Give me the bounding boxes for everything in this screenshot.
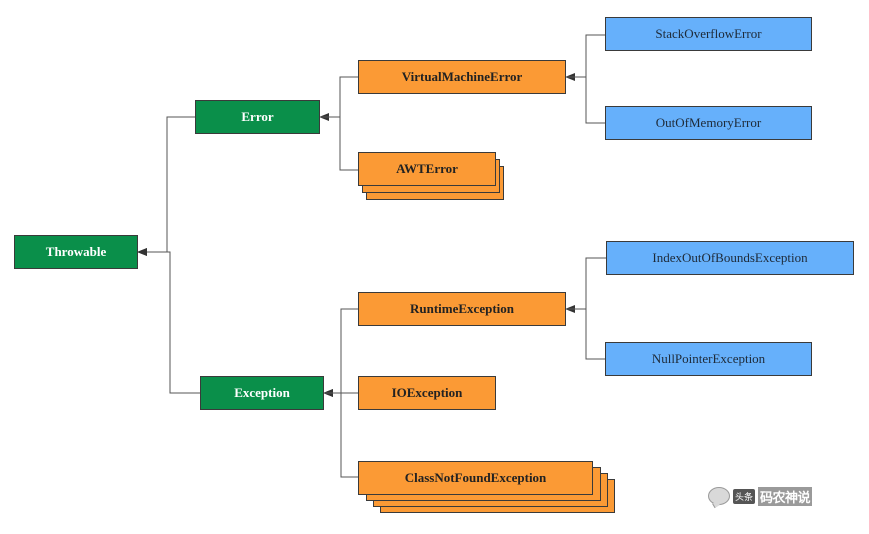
throwable-node: Throwable [14, 235, 138, 269]
exception-label: Exception [234, 385, 290, 400]
index-out-of-bounds-exception-node: IndexOutOfBoundsException [606, 241, 854, 275]
watermark-tag: 头条 [733, 488, 756, 504]
connector-exception-classnotfound [324, 392, 358, 478]
out-of-memory-error-label: OutOfMemoryError [655, 115, 762, 130]
stack-overflow-error-label: StackOverflowError [655, 26, 762, 41]
class-not-found-exception-node: ClassNotFoundException [358, 461, 593, 495]
null-pointer-exception-node: NullPointerException [605, 342, 812, 376]
connector-error-awterror [320, 116, 358, 171]
runtime-exception-label: RuntimeException [410, 301, 514, 316]
connector-throwable-exception [137, 248, 200, 394]
throwable-label: Throwable [45, 244, 107, 259]
connector-runtime-indexoutofbounds [565, 257, 606, 313]
out-of-memory-error-node: OutOfMemoryError [605, 106, 812, 140]
io-exception-node: IOException [358, 376, 496, 410]
connector-vmerror-outofmemory [566, 76, 605, 124]
watermark-name: 码农神说 [758, 486, 813, 506]
null-pointer-exception-label: NullPointerException [651, 351, 766, 366]
connector-throwable-error [137, 116, 195, 256]
io-exception-label: IOException [391, 385, 463, 400]
virtual-machine-error-label: VirtualMachineError [401, 69, 523, 84]
exception-node: Exception [200, 376, 324, 410]
error-label: Error [241, 109, 274, 124]
runtime-exception-node: RuntimeException [358, 292, 566, 326]
class-not-found-exception-label: ClassNotFoundException [404, 470, 547, 485]
stack-overflow-error-node: StackOverflowError [605, 17, 812, 51]
awt-error-node: AWTError [358, 152, 496, 186]
error-node: Error [195, 100, 320, 134]
connector-error-vmerror [319, 76, 358, 121]
awt-error-label: AWTError [396, 161, 458, 176]
index-out-of-bounds-exception-label: IndexOutOfBoundsException [652, 250, 808, 265]
wechat-bubble-icon [708, 487, 730, 505]
connector-runtime-nullpointer [566, 308, 605, 360]
connector-vmerror-stackoverflow [565, 34, 605, 81]
connector-exception-runtime [323, 308, 358, 397]
watermark: 头条 码农神说 [708, 485, 813, 507]
virtual-machine-error-node: VirtualMachineError [358, 60, 566, 94]
